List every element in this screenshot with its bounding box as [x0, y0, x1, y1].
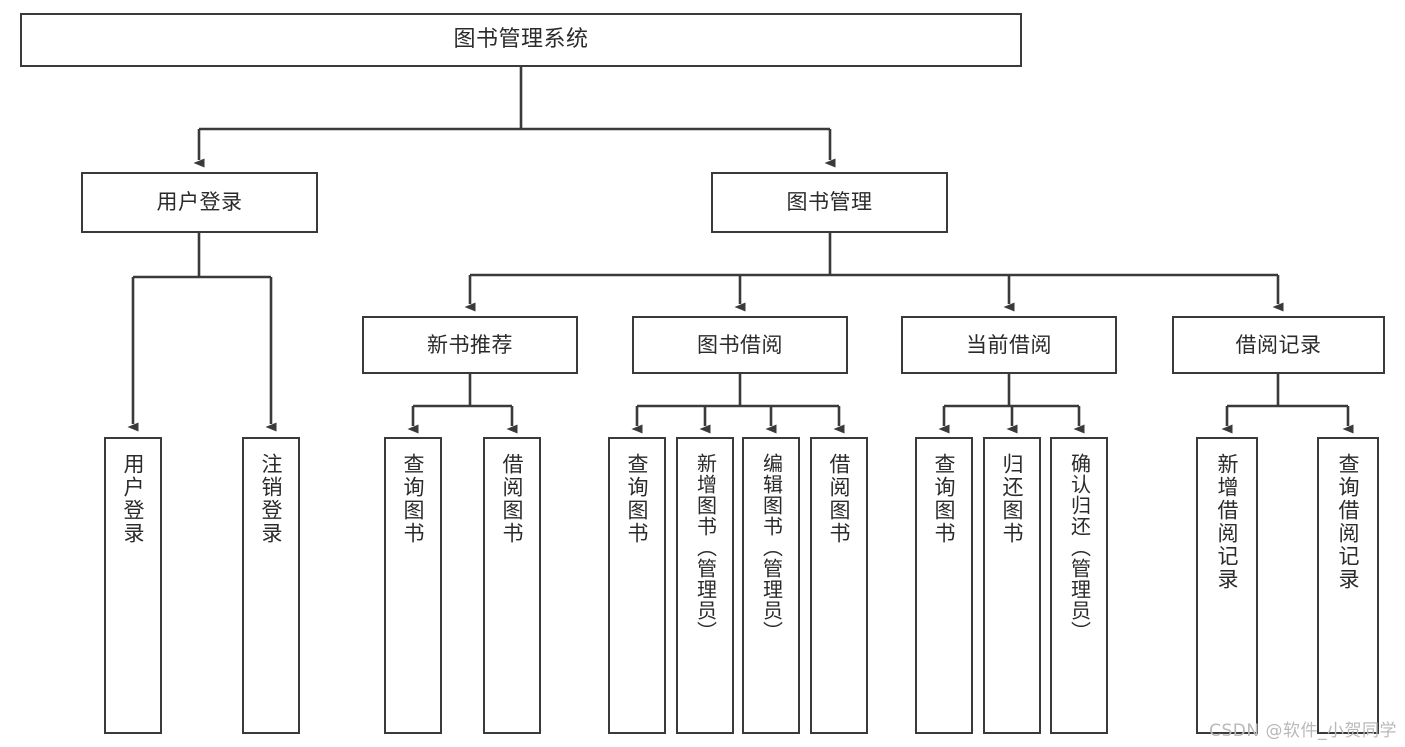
- node-label: 新书推荐: [427, 332, 513, 357]
- leaf-add-borrow-record[interactable]: 新增借阅记录: [1196, 437, 1258, 734]
- node-label: 查询图书: [932, 453, 957, 545]
- leaf-query-borrow-record[interactable]: 查询借阅记录: [1317, 437, 1379, 734]
- node-label: 当前借阅: [966, 332, 1052, 357]
- node-label: 图书借阅: [697, 332, 783, 357]
- node-label: 编辑图书（管理员）: [759, 453, 784, 642]
- node-label: 注销登录: [259, 453, 284, 545]
- leaf-confirm-return-admin[interactable]: 确认归还（管理员）: [1050, 437, 1108, 734]
- leaf-edit-book-admin[interactable]: 编辑图书（管理员）: [742, 437, 800, 734]
- leaf-borrow-book-2[interactable]: 借阅图书: [810, 437, 868, 734]
- node-label: 借阅记录: [1235, 332, 1322, 357]
- node-current-borrow[interactable]: 当前借阅: [901, 316, 1117, 374]
- leaf-query-book-1[interactable]: 查询图书: [384, 437, 442, 734]
- node-label: 借阅图书: [827, 453, 852, 545]
- leaf-logout-login[interactable]: 注销登录: [242, 437, 300, 734]
- node-label: 新增借阅记录: [1215, 453, 1240, 591]
- node-label: 借阅图书: [500, 453, 525, 545]
- node-book-manage[interactable]: 图书管理: [711, 172, 948, 233]
- node-book-management-system[interactable]: 图书管理系统: [20, 13, 1022, 67]
- node-user-login[interactable]: 用户登录: [81, 172, 318, 233]
- node-new-book-recommend[interactable]: 新书推荐: [362, 316, 578, 374]
- node-label: 查询图书: [401, 453, 426, 545]
- leaf-add-book-admin[interactable]: 新增图书（管理员）: [676, 437, 734, 734]
- node-label: 确认归还（管理员）: [1067, 453, 1092, 642]
- node-label: 用户登录: [121, 453, 146, 545]
- node-label: 图书管理系统: [453, 27, 589, 53]
- node-borrow-record[interactable]: 借阅记录: [1172, 316, 1385, 374]
- leaf-borrow-book-1[interactable]: 借阅图书: [483, 437, 541, 734]
- leaf-query-book-3[interactable]: 查询图书: [915, 437, 973, 734]
- node-book-borrow[interactable]: 图书借阅: [632, 316, 848, 374]
- node-label: 查询借阅记录: [1336, 453, 1361, 591]
- node-label: 图书管理: [786, 190, 873, 215]
- leaf-user-login[interactable]: 用户登录: [104, 437, 162, 734]
- csdn-watermark: CSDN @软件_小贺同学: [1209, 721, 1397, 741]
- node-label: 归还图书: [1000, 453, 1025, 545]
- node-label: 新增图书（管理员）: [693, 453, 718, 642]
- node-label: 查询图书: [625, 453, 650, 545]
- node-label: 用户登录: [156, 190, 243, 215]
- leaf-query-book-2[interactable]: 查询图书: [608, 437, 666, 734]
- leaf-return-book[interactable]: 归还图书: [983, 437, 1041, 734]
